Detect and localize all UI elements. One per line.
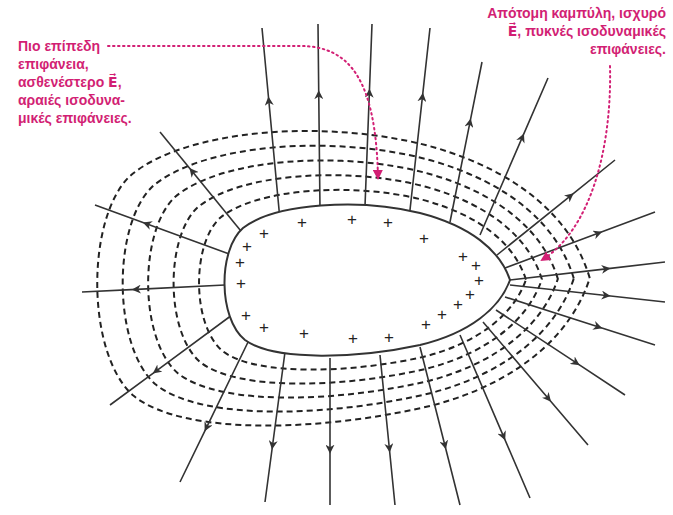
field-line [450, 62, 482, 222]
field-line [505, 212, 655, 268]
charge-sign: + [453, 296, 463, 313]
charge-sign: + [458, 248, 468, 265]
charge-sign: + [348, 330, 358, 347]
leader-line [542, 66, 610, 260]
charged-conductor [224, 205, 510, 356]
field-line [420, 347, 460, 505]
field-line [496, 310, 625, 395]
charge-sign: + [297, 214, 307, 231]
field-line [110, 315, 232, 405]
charge-sign: + [437, 306, 447, 323]
field-line [480, 78, 548, 235]
charge-sign: + [259, 319, 269, 336]
field-line [180, 338, 250, 482]
charge-sign: + [383, 214, 393, 231]
charge-sign: + [419, 230, 429, 247]
charge-sign: + [474, 272, 484, 289]
callout-text: Πιο επίπεδη επιφάνεια, ασθενέστερο E⃗, α… [18, 37, 154, 127]
field-line [410, 28, 430, 210]
leader-line [108, 46, 378, 178]
callout-text: Απότομη καμπύλη, ισχυρό E⃗, πυκνές ισοδυ… [478, 4, 666, 58]
field-line [510, 262, 665, 280]
equipotential-surface [97, 131, 589, 426]
charge-sign: + [421, 316, 431, 333]
charge-sign: + [299, 325, 309, 342]
charge-sign: + [347, 211, 357, 228]
field-line [505, 297, 655, 345]
charge-sign: + [465, 286, 475, 303]
field-line [318, 24, 320, 210]
charge-sign: + [241, 307, 251, 324]
equipotential-surface [123, 146, 574, 412]
equipotential-surface [174, 175, 542, 383]
field-line [95, 205, 232, 255]
field-line [329, 358, 331, 505]
equipotential-surface [199, 190, 526, 370]
charge-sign: + [235, 254, 245, 271]
field-line [160, 132, 245, 236]
field-line [510, 285, 665, 302]
field-line [380, 355, 395, 505]
field-line [82, 285, 225, 292]
charge-sign: + [384, 329, 394, 346]
charge-sign: + [242, 238, 252, 255]
field-line [265, 352, 285, 502]
field-line [460, 335, 530, 498]
charge-sign: + [236, 275, 246, 292]
field-line [262, 28, 280, 220]
charge-sign: + [259, 225, 269, 242]
